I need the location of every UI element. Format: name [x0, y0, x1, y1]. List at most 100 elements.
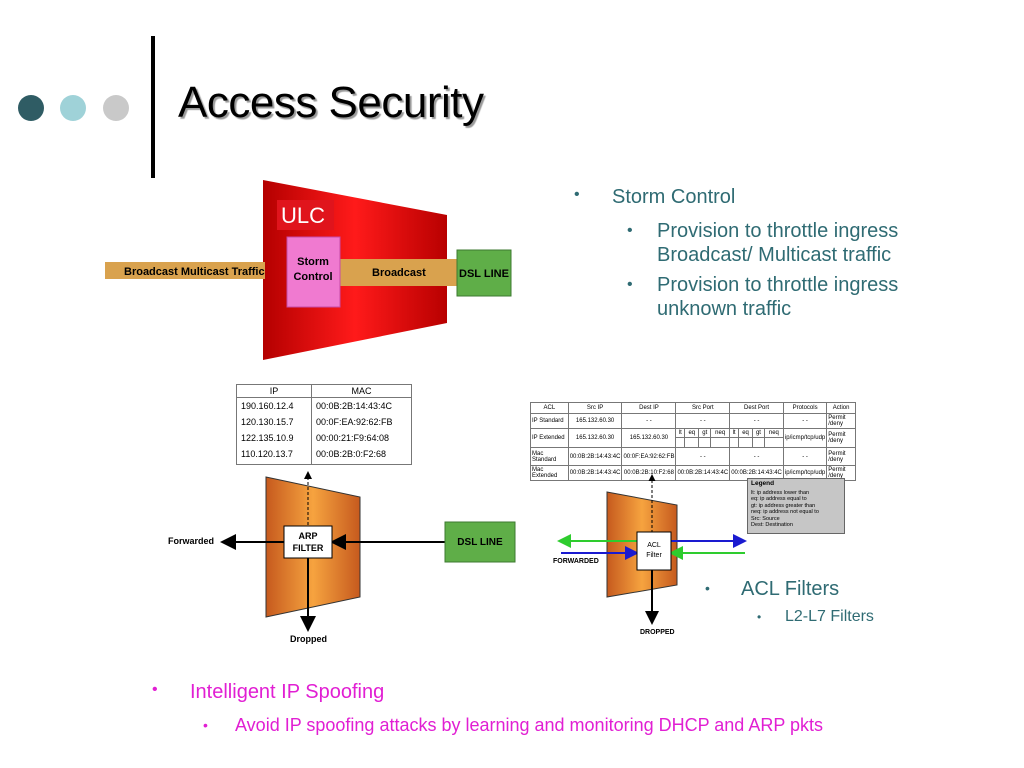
- acl-sp-1: - -: [675, 413, 731, 429]
- storm-sub-text-2: Provision to throttle ingress unknown tr…: [657, 274, 899, 320]
- arp-ip-2: 120.130.15.7: [236, 414, 312, 430]
- acl-h-action: Action: [826, 402, 856, 414]
- acl-table: ACL Src IP Dest IP Src Port Dest Port Pr…: [530, 402, 856, 481]
- storm-control-bullet: •Storm Control: [574, 186, 736, 208]
- acl-sp-eq: eq: [684, 428, 700, 438]
- arp-filter-box: [283, 525, 333, 559]
- acl-h-destip: Dest IP: [621, 402, 677, 414]
- acl-dp-3: - -: [729, 447, 784, 466]
- acl-action-4: Permit /deny: [826, 465, 856, 481]
- acl-src-2: 165.132.60.30: [567, 428, 623, 448]
- arp-ip-4: 110.120.13.7: [236, 446, 312, 465]
- acl-legend-line-2: eq: ip address equal to: [751, 496, 807, 502]
- arp-header-ip: IP: [236, 384, 312, 398]
- acl-legend-line-1: lt: ip address lower than: [751, 489, 810, 496]
- storm-control-box: [286, 236, 341, 308]
- acl-legend-line-5: Src: Source: [751, 515, 780, 522]
- acl-src-4: 00:0B:2B:14:43:4C: [567, 465, 623, 481]
- acl-filters-text: ACL Filters: [741, 578, 840, 600]
- out-traffic-label: Broadcast: [372, 267, 426, 279]
- arp-mac-1: 00:0B:2B:14:43:4C: [316, 401, 393, 411]
- dot-light-teal: [60, 95, 86, 121]
- arp-ip-3: 122.135.10.9: [236, 430, 312, 446]
- dsl-line-label: DSL LINE: [459, 268, 509, 280]
- acl-dp-1: - -: [729, 413, 784, 429]
- acl-action-3: Permit /deny: [826, 447, 856, 466]
- in-traffic-label: Broadcast Multicast Traffic: [124, 266, 265, 278]
- acl-name-3: Mac Standard: [530, 447, 569, 466]
- arp-dsl-box: [444, 521, 516, 563]
- acl-h-srcport: Src Port: [675, 402, 731, 414]
- acl-dp-neq: neq: [763, 428, 784, 438]
- acl-legend-line-3: gt: ip address greater than: [751, 502, 816, 509]
- dsl-line-box: [456, 249, 512, 297]
- ip-spoofing-bullet: •Intelligent IP Spoofing: [152, 681, 385, 703]
- storm-sub-text-1: Provision to throttle ingress Broadcast/…: [657, 220, 899, 266]
- acl-proto-2: ip/icmp/tcp/udp: [782, 428, 828, 448]
- out-traffic-bar: [340, 259, 460, 286]
- ulc-label-box: [277, 200, 334, 230]
- arp-table: IP MAC 190.160.12.4 00:0B:2B:14:43:4C 120…: [236, 384, 412, 465]
- arp-dropped-label: Dropped: [290, 634, 327, 644]
- acl-dp-lt: lt: [729, 428, 739, 438]
- acl-sub-text: L2-L7 Filters: [785, 608, 874, 625]
- storm-sub-bullet-1: •Provision to throttle ingress Broadcast…: [627, 220, 899, 266]
- acl-name-2: IP Extended: [530, 428, 569, 448]
- acl-dst-3: 00:0F:EA:92:62:FB: [621, 447, 677, 466]
- storm-control-diagram: Broadcast Multicast Traffic Broadcast UL…: [105, 180, 512, 360]
- acl-h-acl: ACL: [530, 402, 569, 414]
- storm-label-1: Storm: [297, 256, 329, 268]
- acl-sub-bullet: •L2-L7 Filters: [757, 608, 874, 625]
- acl-sp-neq: neq: [710, 428, 731, 438]
- storm-label-2: Control: [293, 271, 332, 283]
- ip-spoofing-sub-text: Avoid IP spoofing attacks by learning an…: [235, 715, 824, 735]
- acl-src-1: 165.132.60.30: [567, 413, 623, 429]
- storm-sub-bullet-2: •Provision to throttle ingress unknown t…: [627, 274, 899, 320]
- acl-proto-1: - -: [782, 413, 828, 429]
- arp-mac-4: 00:0B:2B:0:F2:68: [316, 449, 387, 459]
- acl-sp-3: - -: [675, 447, 731, 466]
- acl-forwarded-label: FORWARDED: [553, 558, 599, 565]
- acl-filter-label-1: ACL: [647, 542, 661, 549]
- acl-legend-title: Legend: [751, 480, 775, 487]
- arp-dsl-label: DSL LINE: [457, 537, 503, 548]
- storm-control-text: Storm Control: [612, 186, 736, 208]
- acl-h-srcip: Src IP: [567, 402, 623, 414]
- acl-action-2: Permit /deny: [826, 428, 856, 448]
- ip-spoofing-sub-bullet: •Avoid IP spoofing attacks by learning a…: [203, 715, 824, 735]
- dot-grey: [103, 95, 129, 121]
- acl-legend-line-6: Dest: Destination: [751, 522, 793, 528]
- arp-mac-2: 00:0F:EA:92:62:FB: [316, 417, 393, 427]
- acl-dropped-label: DROPPED: [640, 629, 675, 636]
- arp-ip-1: 190.160.12.4: [236, 397, 312, 414]
- acl-dp-gt: gt: [752, 428, 765, 438]
- ulc-label: ULC: [281, 203, 325, 228]
- title-divider: [151, 36, 155, 178]
- acl-filters-bullet: •ACL Filters: [705, 578, 840, 600]
- acl-filter-box: [636, 531, 672, 571]
- acl-h-protocols: Protocols: [782, 402, 828, 414]
- acl-name-1: IP Standard: [530, 413, 569, 429]
- acl-legend-line-4: neq: ip address not equal to: [751, 509, 819, 515]
- arp-header-mac: MAC: [311, 384, 412, 398]
- arp-filter-label-2: FILTER: [293, 543, 324, 553]
- acl-action-1: Permit /deny: [826, 413, 856, 429]
- acl-dp-eq: eq: [737, 428, 754, 438]
- acl-h-destport: Dest Port: [729, 402, 784, 414]
- acl-filter-diagram: ACL Filter FORWARDED DROPPED: [553, 474, 747, 636]
- acl-sp-lt: lt: [675, 428, 686, 438]
- arp-filter-label-1: ARP: [298, 531, 317, 541]
- arp-forwarded-label: Forwarded: [168, 536, 214, 546]
- in-traffic-bar: [105, 262, 265, 279]
- acl-sp-gt: gt: [698, 428, 712, 438]
- dot-dark: [18, 95, 44, 121]
- slide-title: Access Security: [178, 78, 484, 127]
- acl-dst-2: 165.132.60.30: [621, 428, 677, 448]
- ip-spoofing-text: Intelligent IP Spoofing: [190, 681, 385, 703]
- acl-filter-label-2: Filter: [646, 552, 662, 559]
- acl-src-3: 00:0B:2B:14:43:4C: [567, 447, 623, 466]
- arp-filter-diagram: ARP FILTER Forwarded Dropped DSL LINE: [168, 471, 516, 644]
- acl-proto-3: - -: [782, 447, 828, 466]
- arp-mac-3: 00:00:21:F9:64:08: [316, 433, 390, 443]
- acl-dst-1: - -: [621, 413, 677, 429]
